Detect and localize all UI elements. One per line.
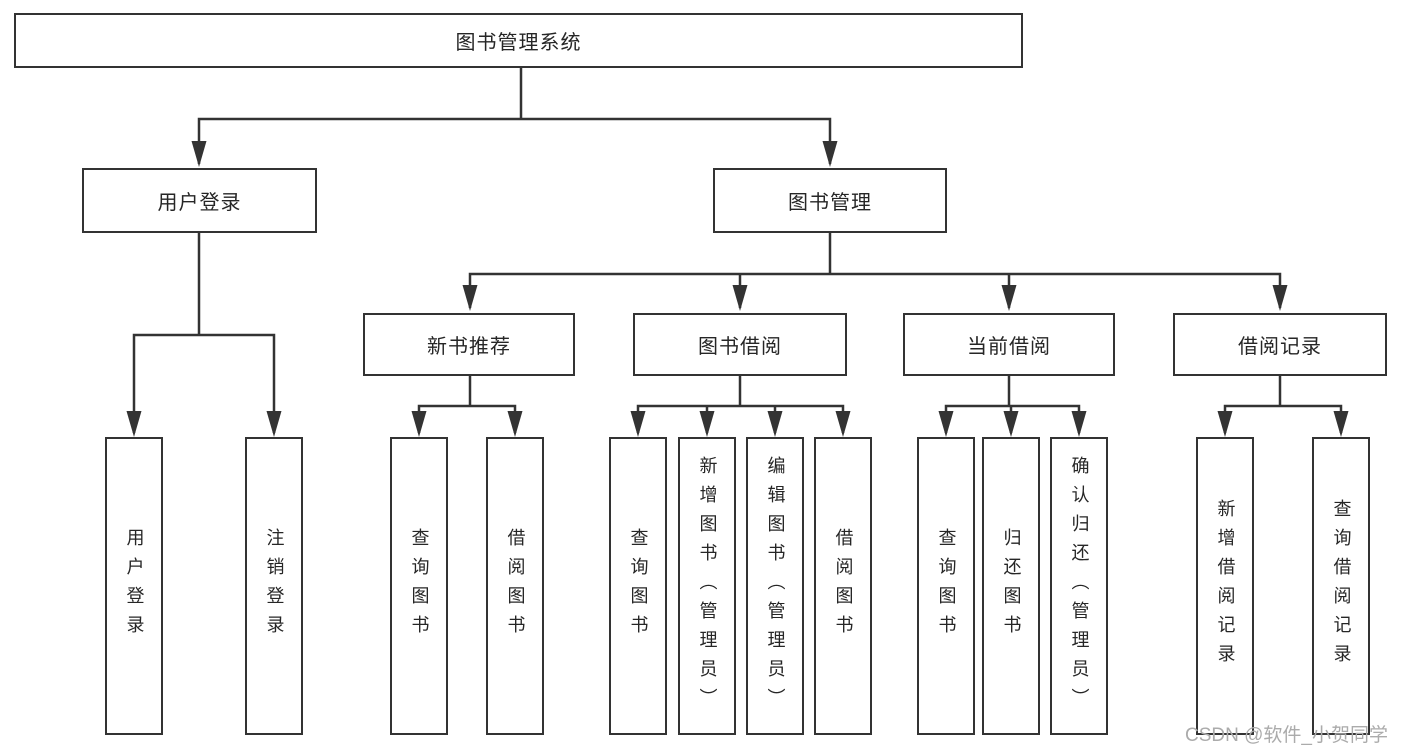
- leaf-edit-books-admin-label: 编辑图书（管理员）: [765, 455, 786, 717]
- leaf-borrow-books: 借阅图书: [814, 437, 872, 735]
- leaf-recommend-borrow-books-label: 借阅图书: [505, 528, 526, 644]
- leaf-user-login: 用户登录: [105, 437, 163, 735]
- node-current-borrow-label: 当前借阅: [967, 336, 1051, 358]
- node-borrow-record-label: 借阅记录: [1238, 336, 1322, 358]
- leaf-current-query-books-label: 查询图书: [936, 528, 957, 644]
- leaf-recommend-query-books-label: 查询图书: [409, 528, 430, 644]
- node-current-borrow: 当前借阅: [903, 313, 1115, 376]
- leaf-return-books-label: 归还图书: [1001, 528, 1022, 644]
- node-root: 图书管理系统: [14, 13, 1023, 68]
- edge-bb-rail: [636, 404, 845, 433]
- leaf-add-books-admin-label: 新增图书（管理员）: [697, 455, 718, 717]
- node-new-book-recommend-label: 新书推荐: [427, 336, 511, 358]
- leaf-recommend-borrow-books: 借阅图书: [486, 437, 544, 735]
- node-user-login-label: 用户登录: [157, 192, 242, 214]
- leaf-user-login-label: 用户登录: [124, 528, 145, 644]
- leaf-add-books-admin: 新增图书（管理员）: [678, 437, 736, 735]
- leaf-confirm-return-admin-label: 确认归还（管理员）: [1069, 455, 1090, 717]
- leaf-query-borrow-record: 查询借阅记录: [1312, 437, 1370, 735]
- edge-userlogin-rail: [132, 333, 276, 433]
- leaf-borrow-books-label: 借阅图书: [833, 528, 854, 644]
- leaf-borrow-query-books-label: 查询图书: [628, 528, 649, 644]
- leaf-borrow-query-books: 查询图书: [609, 437, 667, 735]
- edge-level2-rail: [197, 117, 832, 164]
- csdn-watermark: CSDN @软件_小贺同学: [1185, 725, 1388, 746]
- edge-br-rail: [1223, 404, 1343, 433]
- node-root-label: 图书管理系统: [455, 32, 582, 54]
- edge-level3-rail: [468, 272, 1282, 308]
- edge-rec-rail: [417, 404, 517, 433]
- leaf-edit-books-admin: 编辑图书（管理员）: [746, 437, 804, 735]
- node-new-book-recommend: 新书推荐: [363, 313, 575, 376]
- leaf-query-borrow-record-label: 查询借阅记录: [1331, 499, 1352, 673]
- leaf-logout: 注销登录: [245, 437, 303, 735]
- leaf-confirm-return-admin: 确认归还（管理员）: [1050, 437, 1108, 735]
- node-book-borrow-label: 图书借阅: [698, 336, 782, 358]
- leaf-add-borrow-record: 新增借阅记录: [1196, 437, 1254, 735]
- node-borrow-record: 借阅记录: [1173, 313, 1387, 376]
- node-book-borrow: 图书借阅: [633, 313, 847, 376]
- leaf-return-books: 归还图书: [982, 437, 1040, 735]
- leaf-current-query-books: 查询图书: [917, 437, 975, 735]
- node-book-management: 图书管理: [713, 168, 947, 233]
- node-user-login: 用户登录: [82, 168, 317, 233]
- arrowheads: [126, 141, 1349, 437]
- leaf-add-borrow-record-label: 新增借阅记录: [1215, 499, 1236, 673]
- leaf-logout-label: 注销登录: [264, 528, 285, 644]
- leaf-recommend-query-books: 查询图书: [390, 437, 448, 735]
- node-book-management-label: 图书管理: [788, 192, 872, 214]
